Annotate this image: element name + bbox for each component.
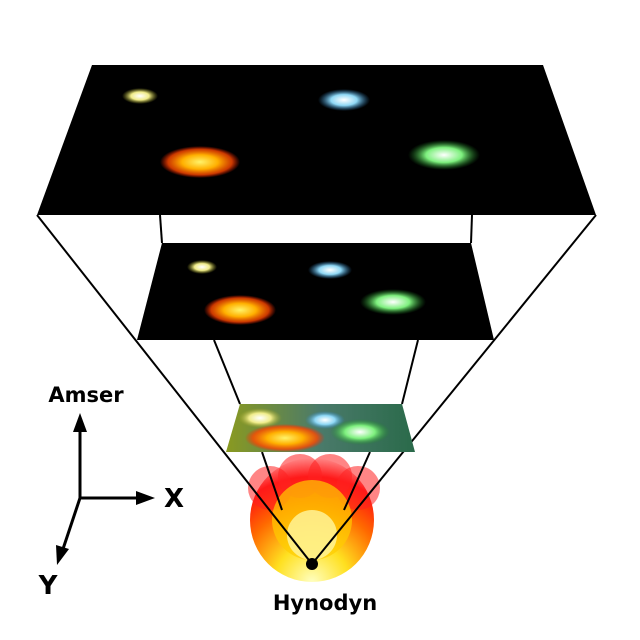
galaxy-orange <box>160 146 240 178</box>
galaxy-yellow <box>187 260 217 274</box>
singularity-point <box>306 558 318 570</box>
y-axis-label: Y <box>38 571 59 601</box>
universe-plane-middle <box>137 243 494 340</box>
singularity-label: Hynodyn <box>273 591 377 615</box>
galaxy-orange <box>204 295 276 325</box>
galaxy-blue <box>308 261 352 279</box>
y-axis-arrow-icon <box>56 545 69 565</box>
x-axis-label: X <box>164 484 184 514</box>
universe-plane-present <box>37 65 596 215</box>
galaxy-blue <box>318 89 370 111</box>
expansion-lines <box>36 214 597 565</box>
galaxy-green <box>408 140 480 170</box>
universe-plane-early <box>226 404 415 452</box>
x-axis-arrow-icon <box>136 491 155 505</box>
time-axis-label: Amser <box>48 383 124 407</box>
galaxy-green <box>360 289 426 315</box>
axes <box>60 425 142 553</box>
galaxy-yellow <box>122 88 158 104</box>
time-axis-arrow-icon <box>73 413 87 432</box>
